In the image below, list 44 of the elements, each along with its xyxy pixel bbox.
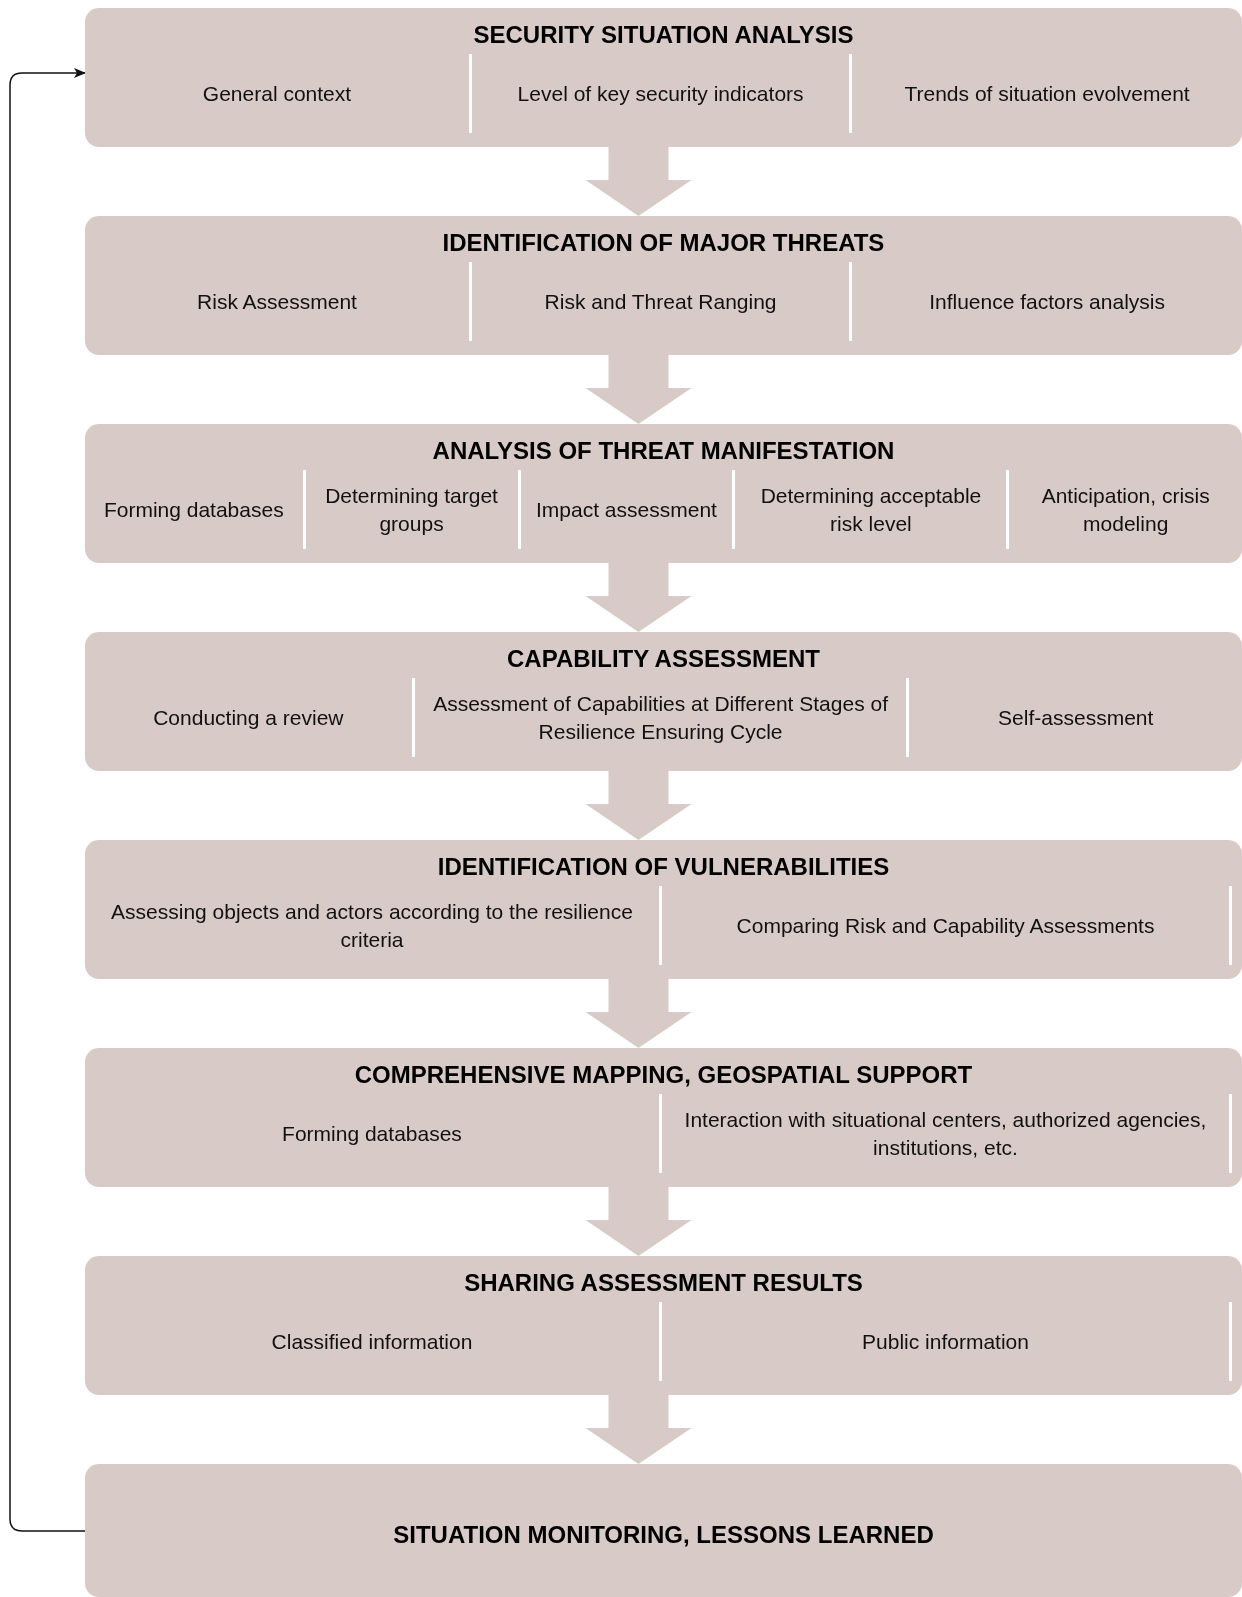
stage-heading: SITUATION MONITORING, LESSONS LEARNED [392, 1519, 935, 1550]
stage-heading: SECURITY SITUATION ANALYSIS [472, 20, 855, 50]
step-item: Determining acceptable risk level [759, 483, 983, 537]
stage-heading: ANALYSIS OF THREAT MANIFESTATION [431, 436, 896, 466]
step-item: Determining target groups [324, 483, 499, 537]
step-item: Risk Assessment [197, 288, 357, 315]
step-item: Assessing objects and actors according to the resilience criteria [110, 899, 634, 953]
stage-panel [85, 424, 1242, 563]
stage-heading: SHARING ASSESSMENT RESULTS [463, 1268, 864, 1298]
stage-panel [85, 840, 1242, 979]
step-item: Anticipation, crisis modeling [1040, 483, 1211, 537]
stage-heading: IDENTIFICATION OF MAJOR THREATS [441, 228, 886, 258]
step-item: Interaction with situational centers, authorized agencies, institutions, etc. [683, 1107, 1208, 1161]
step-item: Forming databases [282, 1120, 462, 1147]
block-arrow [585, 1395, 692, 1464]
step-item: Influence factors analysis [929, 288, 1165, 315]
block-arrow [585, 147, 692, 216]
stage-panel [85, 632, 1242, 771]
block-arrow [585, 1187, 692, 1256]
step-item: Self-assessment [998, 704, 1154, 731]
step-item: Trends of situation evolvement [904, 80, 1190, 107]
step-item: Classified information [271, 1328, 473, 1355]
step-item: Conducting a review [153, 704, 344, 731]
stage-panel [85, 216, 1242, 355]
stage-panel [85, 1256, 1242, 1395]
feedback-arrow [9, 68, 86, 1532]
step-item: Comparing Risk and Capability Assessments [736, 912, 1155, 939]
block-arrow [585, 355, 692, 424]
step-item: Impact assessment [536, 496, 717, 523]
block-arrow [585, 563, 692, 632]
stage-heading: COMPREHENSIVE MAPPING, GEOSPATIAL SUPPORT [353, 1060, 974, 1090]
stage-heading: IDENTIFICATION OF VULNERABILITIES [436, 852, 891, 882]
stage-panel [85, 1464, 1242, 1597]
block-arrow [585, 771, 692, 840]
step-item: Public information [862, 1328, 1029, 1355]
step-item: Risk and Threat Ranging [544, 288, 777, 315]
step-item: Forming databases [103, 496, 284, 523]
block-arrow [585, 979, 692, 1048]
stage-heading: CAPABILITY ASSESSMENT [506, 644, 821, 674]
step-item: Assessment of Capabilities at Different Stages of Resilience Ensuring Cycle [432, 691, 889, 745]
step-item: Level of key security indicators [517, 80, 804, 107]
stage-panel [85, 1048, 1242, 1187]
step-item: General context [202, 80, 352, 107]
stage-panel [85, 8, 1242, 147]
